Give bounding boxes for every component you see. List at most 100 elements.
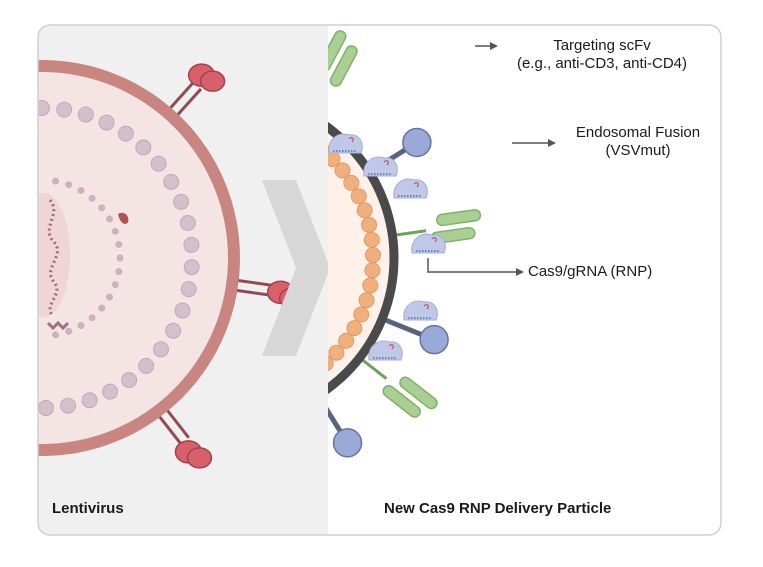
particle-bead xyxy=(346,320,363,337)
grna-loop xyxy=(388,344,394,350)
delivery-particle-title: New Cas9 RNP Delivery Particle xyxy=(384,500,612,517)
capsid-bead xyxy=(163,173,180,190)
rnp-complex xyxy=(328,133,363,154)
targeting-scfv-title: Targeting scFv xyxy=(553,37,651,54)
targeting-arrow-head xyxy=(490,42,498,50)
core-dot xyxy=(65,181,73,189)
capsid-bead xyxy=(77,106,94,123)
endosomal-fusion-callout: Endosomal Fusion (VSVmut) xyxy=(556,124,720,160)
lentivirus-illustration xyxy=(3,2,305,469)
particle-bead xyxy=(362,277,379,294)
spike-head xyxy=(186,447,213,469)
core-dot xyxy=(77,186,85,194)
capsid-bead xyxy=(121,372,138,389)
particle-bead xyxy=(328,344,345,361)
core-dot xyxy=(52,177,60,185)
particle-bead xyxy=(328,355,334,372)
rnp-complex xyxy=(393,178,428,199)
core-dot xyxy=(116,254,124,262)
grna-loop xyxy=(431,237,437,243)
cas9-blob xyxy=(363,156,398,177)
capsid-bead xyxy=(165,322,182,339)
vsv-knob xyxy=(332,428,363,458)
protease-icon xyxy=(46,320,70,331)
scfv-domain xyxy=(382,384,421,418)
core-dot xyxy=(111,281,119,289)
vsv-stalk xyxy=(328,394,343,434)
capsid-bead-ring xyxy=(38,100,200,416)
delivery-particle-illustration xyxy=(328,30,482,458)
capsid-bead xyxy=(117,125,134,142)
core-dot xyxy=(115,240,123,248)
capsid-bead xyxy=(98,114,115,131)
capsid-bead xyxy=(179,214,196,231)
rnp-complex xyxy=(403,300,438,321)
vsv-knob xyxy=(419,324,449,355)
capsid-bead xyxy=(153,341,170,358)
particle-bead-ring xyxy=(328,140,381,372)
particle-bead xyxy=(364,262,381,279)
vsv-knob xyxy=(402,127,432,158)
core-dot xyxy=(88,194,96,202)
scfv-domain xyxy=(399,376,438,410)
capsid-bead xyxy=(150,155,167,172)
particle-bead xyxy=(338,332,355,349)
particle-bead xyxy=(334,162,351,179)
capsid-bead xyxy=(138,357,155,374)
spike-stalk xyxy=(27,26,31,68)
grna-loop xyxy=(383,160,389,166)
viral-core xyxy=(38,193,70,317)
lentivirus-title: Lentivirus xyxy=(52,500,124,517)
viral-rna xyxy=(47,199,59,316)
capsid-bead xyxy=(183,236,200,253)
spike-head xyxy=(3,2,29,24)
callout-arrows xyxy=(427,42,556,276)
core-dot xyxy=(106,293,114,301)
scfv-stalk xyxy=(392,229,427,237)
endosomal-fusion-title: Endosomal Fusion xyxy=(575,124,701,141)
capsid-bead xyxy=(102,383,119,400)
particle-bead xyxy=(356,202,373,219)
grna-loop xyxy=(423,304,429,310)
capsid-bead xyxy=(38,399,54,416)
cas9-blob xyxy=(403,300,438,321)
core-dot xyxy=(65,327,73,335)
core-dot xyxy=(111,227,119,235)
capsid-bead xyxy=(183,259,200,276)
grna-loop xyxy=(413,182,419,188)
particle-bead xyxy=(361,216,378,233)
rnp-payloads xyxy=(328,133,446,361)
endosomal-fusion-subtitle: (VSVmut) xyxy=(605,142,671,159)
core-dot xyxy=(98,304,106,312)
fusion-arrow-head xyxy=(548,139,556,147)
capsid-bead xyxy=(38,100,50,116)
core-dot xyxy=(88,314,96,322)
particle-bead xyxy=(363,231,380,248)
capsid-bead xyxy=(180,281,197,298)
core-dot xyxy=(115,268,123,276)
capsid-bead xyxy=(56,101,73,118)
figure-frame xyxy=(37,24,722,536)
capsid-bead xyxy=(60,397,77,414)
particle-bead xyxy=(364,247,381,264)
core-dot xyxy=(77,322,85,330)
cas9-blob xyxy=(328,133,363,154)
particle-bead xyxy=(353,306,370,323)
rnp-callout: Cas9/gRNA (RNP) xyxy=(528,263,653,280)
scfv-domain xyxy=(328,30,347,72)
particle-bead xyxy=(343,174,360,191)
rnp-complex xyxy=(363,156,398,177)
cas9-blob xyxy=(411,233,446,254)
scfv-domain xyxy=(435,209,482,227)
cas9-blob xyxy=(368,340,403,361)
targeting-scfv-examples: (e.g., anti-CD3, anti-CD4) xyxy=(516,55,688,72)
scfv-domain xyxy=(329,45,358,87)
capsid-bead xyxy=(81,392,98,409)
spike-stalk xyxy=(17,27,21,69)
rnp-complex xyxy=(368,340,403,361)
vsv-stalk xyxy=(381,316,424,338)
scfv-fragment xyxy=(328,30,358,87)
rnp-arrow xyxy=(427,258,516,273)
scfv-fragment xyxy=(430,209,482,245)
